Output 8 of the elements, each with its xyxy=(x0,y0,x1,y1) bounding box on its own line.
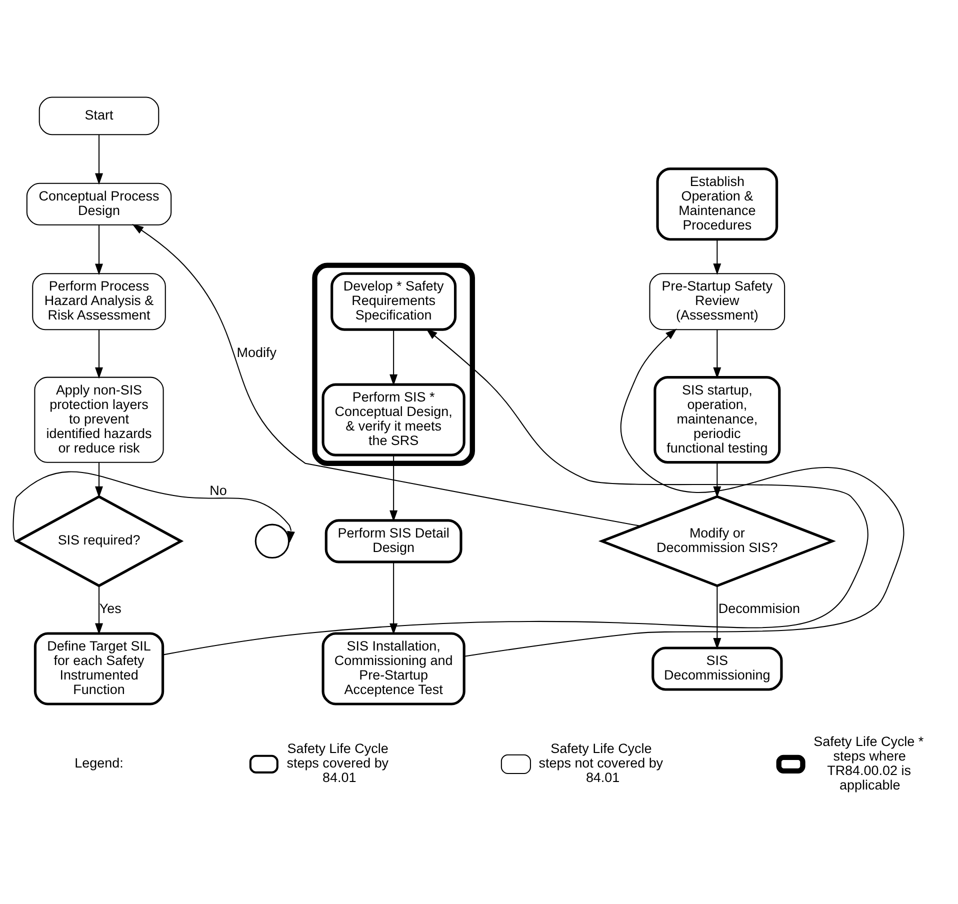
edge-label: Decommision xyxy=(718,600,800,616)
edge-label: Modify xyxy=(236,344,276,360)
legend-label: Safety Life Cycle steps not covered by 84.01 xyxy=(538,740,663,785)
edge-label: No xyxy=(209,482,226,498)
edge-label: Yes xyxy=(98,600,121,616)
legend-label: Safety Life Cycle steps covered by 84.01 xyxy=(286,740,388,785)
legend-label: Safety Life Cycle * steps where TR84.00.02 is applicable xyxy=(813,733,924,792)
label: Legend: xyxy=(74,755,123,770)
